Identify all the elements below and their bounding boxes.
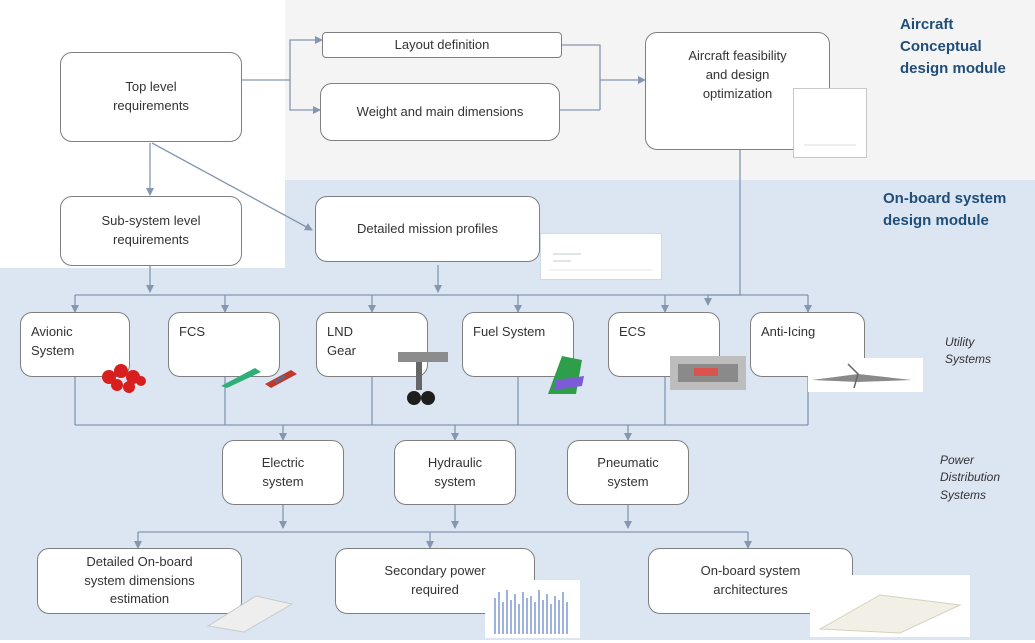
power-distribution-label: Power Distribution Systems bbox=[940, 453, 1001, 502]
fcs-image bbox=[215, 360, 305, 390]
mission-profile-thumbnail bbox=[540, 233, 662, 280]
edge-top-to-layout bbox=[242, 36, 323, 81]
conceptual-module-title: Aircraft Conceptual design module bbox=[900, 16, 1006, 77]
weight-dimensions-box: Weight and main dimensions bbox=[320, 83, 560, 141]
secondary-power-chart-image bbox=[485, 580, 580, 638]
utility-systems-label: Utility Systems bbox=[945, 335, 992, 367]
onboard-module-title: On-board system design module bbox=[883, 190, 1007, 229]
edge-feasibility-to-utilities bbox=[704, 150, 741, 306]
edge-top-to-weight bbox=[289, 80, 321, 114]
lnd-gear-box: LND Gear bbox=[316, 312, 428, 377]
top-level-requirements-box: Top level requirements bbox=[60, 52, 242, 142]
hydraulic-system-box: Hydraulic system bbox=[394, 440, 516, 505]
subsystem-requirements-box: Sub-system level requirements bbox=[60, 196, 242, 266]
edge-top-to-mission bbox=[151, 142, 313, 231]
pneumatic-system-box: Pneumatic system bbox=[567, 440, 689, 505]
fuel-system-box: Fuel System bbox=[462, 312, 574, 377]
avionic-system-image bbox=[95, 357, 153, 395]
anti-icing-image bbox=[808, 358, 923, 392]
mission-profiles-box: Detailed mission profiles bbox=[315, 196, 540, 262]
fuel-system-image bbox=[542, 350, 590, 400]
electric-system-box: Electric system bbox=[222, 440, 344, 505]
architectures-image bbox=[810, 575, 970, 637]
optimization-chart-thumbnail bbox=[793, 88, 867, 158]
dimensions-estimation-box: Detailed On-board system dimensions esti… bbox=[37, 548, 242, 614]
fcs-box: FCS bbox=[168, 312, 280, 377]
edge-layout-merge bbox=[562, 44, 601, 110]
avionic-system-box: Avionic System bbox=[20, 312, 130, 377]
dimensions-image bbox=[200, 582, 300, 634]
ecs-image bbox=[668, 352, 748, 394]
landing-gear-image bbox=[398, 350, 448, 408]
layout-definition-box: Layout definition bbox=[322, 32, 562, 58]
